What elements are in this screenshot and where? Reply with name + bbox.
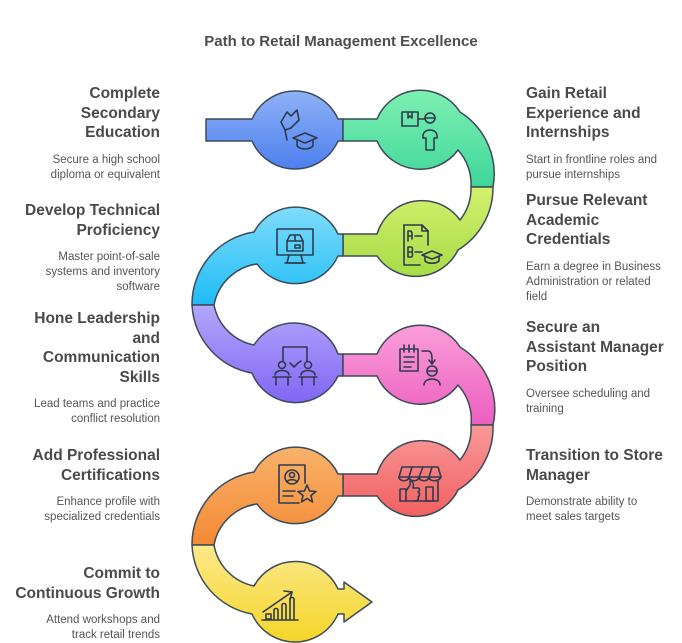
segment-3-shape [342, 186, 494, 278]
segment-8-shape [191, 446, 344, 546]
computer-monitor-box-icon [276, 228, 314, 264]
step-8-title: Add Professional Certifications [32, 447, 160, 484]
step-9-description: Attend workshops and track retail trends [46, 614, 160, 641]
step-9-title: Commit to Continuous Growth [15, 565, 160, 602]
step-6-description: Oversee scheduling and training [526, 387, 651, 415]
step-3-title: Pursue Relevant Academic Credentials [526, 192, 648, 248]
step-1-text: Complete Secondary Education Secure a hi… [0, 84, 160, 183]
diagram-title: Path to Retail Management Excellence [204, 33, 478, 50]
step-7-title: Transition to Store Manager [526, 447, 663, 484]
segment-6-shape [342, 324, 496, 426]
step-5-text: Hone Leadership and Communication Skills… [0, 309, 160, 427]
step-4-title: Develop Technical Proficiency [25, 202, 160, 239]
step-5-title: Hone Leadership and Communication Skills [34, 310, 160, 386]
schedule-assign-person-icon [399, 344, 441, 386]
step-9-text: Commit to Continuous Growth Attend works… [0, 564, 160, 643]
step-6-title: Secure an Assistant Manager Position [526, 319, 664, 375]
step-4-text: Develop Technical Proficiency Master poi… [0, 201, 160, 295]
step-7-text: Transition to Store Manager Demonstrate … [526, 446, 676, 525]
delivery-worker-icon [401, 111, 438, 151]
certificate-star-icon [278, 464, 317, 504]
step-2-text: Gain Retail Experience and Internships S… [526, 84, 676, 183]
step-6-text: Secure an Assistant Manager Position Ove… [526, 318, 676, 417]
segment-1-shape [205, 90, 344, 170]
step-3-description: Earn a degree in Business Administration… [526, 260, 661, 303]
step-2-title: Gain Retail Experience and Internships [526, 85, 641, 141]
segment-9-shape [191, 544, 373, 643]
team-meeting-icon [272, 346, 318, 386]
storefront-thumbs-up-icon [398, 466, 442, 502]
growth-chart-icon [261, 590, 299, 621]
step-5-description: Lead teams and practice conflict resolut… [34, 398, 160, 425]
step-1-title: Complete Secondary Education [80, 85, 160, 141]
step-1-description: Secure a high school diploma or equivale… [50, 153, 160, 181]
segment-5-shape [191, 304, 344, 404]
exam-paper-graduation-icon [403, 224, 443, 266]
step-2-description: Start in frontline roles and pursue inte… [526, 153, 658, 181]
step-8-description: Enhance profile with specialized credent… [44, 496, 160, 523]
diploma-graduation-cap-icon [280, 109, 318, 150]
step-8-text: Add Professional Certifications Enhance … [0, 446, 160, 525]
step-3-text: Pursue Relevant Academic Credentials Ear… [526, 191, 676, 305]
step-7-description: Demonstrate ability to meet sales target… [526, 496, 638, 523]
segment-7-shape [342, 424, 494, 518]
step-4-description: Master point-of-sale systems and invento… [45, 251, 160, 293]
segment-4-shape [191, 206, 344, 306]
segment-2-shape [342, 89, 495, 188]
